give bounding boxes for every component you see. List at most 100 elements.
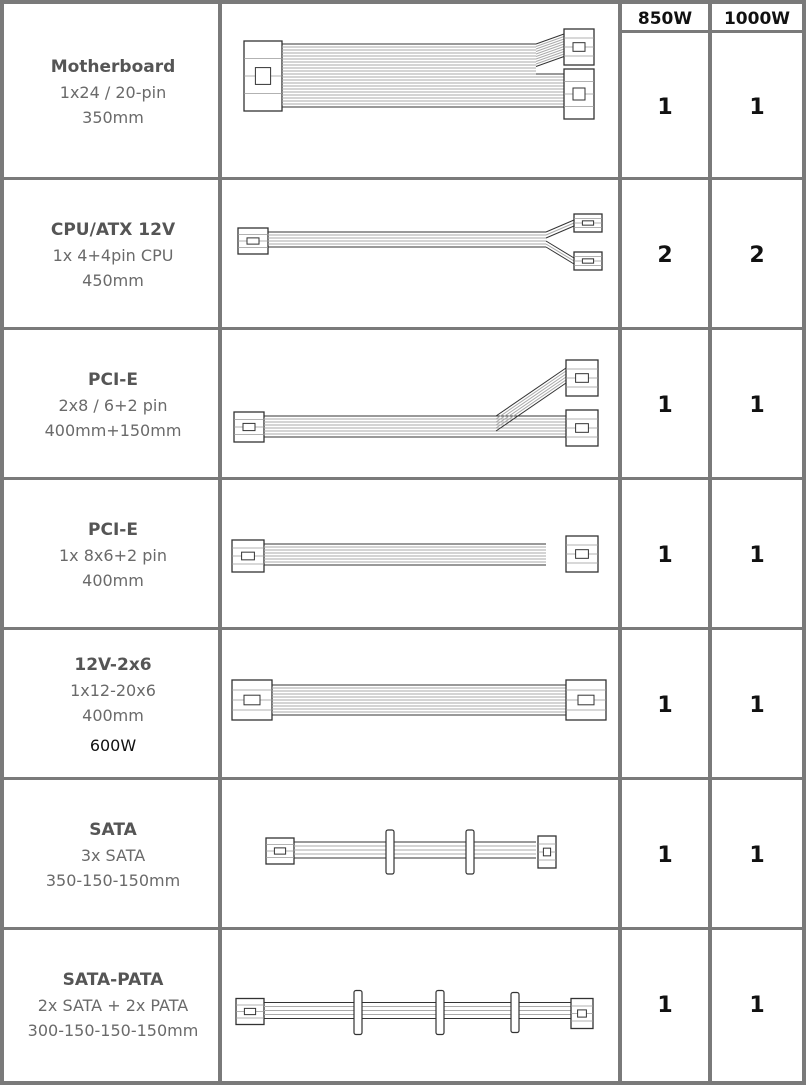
quantity-1000w: 2	[749, 242, 765, 268]
cable-name: Motherboard	[50, 56, 176, 77]
quantity-850w: 2	[657, 242, 673, 268]
cable-wires	[536, 73, 564, 108]
quantity-850w: 1	[657, 542, 673, 568]
cable-spec: 400mm	[82, 570, 144, 590]
row-divider	[4, 177, 802, 180]
cable-label: 12V-2x6 1x12-20x6 400mm 600W	[4, 630, 222, 780]
row-divider	[4, 327, 802, 330]
cable-spec: 1x 8x6+2 pin	[59, 545, 167, 565]
quantity-850w: 1	[657, 392, 673, 418]
table-row: PCI-E 2x8 / 6+2 pin 400mm+150mm 1 1	[4, 327, 802, 480]
cable-comb	[435, 989, 445, 1036]
cable-illustration	[226, 480, 622, 630]
row-divider	[4, 927, 802, 930]
connector-pcie-psu	[233, 411, 265, 443]
cable-label: SATA 3x SATA 350-150-150mm	[4, 780, 222, 930]
cable-rating: 600W	[89, 735, 137, 755]
cable-name: SATA	[89, 819, 137, 840]
table-row: CPU/ATX 12V 1x 4+4pin CPU 450mm 2 2	[4, 177, 802, 330]
cable-illustration	[226, 4, 622, 180]
quantity-1000w: 1	[749, 692, 765, 718]
quantity-850w: 1	[657, 94, 673, 120]
quantity-850w: 1	[657, 993, 673, 1018]
cable-label: CPU/ATX 12V 1x 4+4pin CPU 450mm	[4, 180, 222, 330]
cable-label: PCI-E 1x 8x6+2 pin 400mm	[4, 480, 222, 630]
connector-pcie	[565, 409, 599, 447]
cable-wires	[264, 543, 546, 566]
quantity-850w: 1	[657, 692, 673, 718]
connector-cpu	[573, 251, 603, 271]
connector-24pin	[243, 40, 283, 112]
connector-4pin	[237, 227, 269, 255]
quantity-850w: 1	[657, 842, 673, 868]
cable-wires	[495, 367, 567, 432]
quantity-1000w: 1	[749, 392, 765, 418]
connector-pcie-psu	[231, 539, 265, 573]
connector-main	[563, 28, 595, 66]
cable-spec: 3x SATA	[80, 845, 146, 865]
cable-wires	[294, 841, 536, 859]
cable-name: PCI-E	[88, 369, 138, 390]
quantity-1000w: 1	[749, 842, 765, 868]
cable-wires	[272, 684, 566, 716]
cable-wires	[282, 43, 536, 108]
connector-12v2x6	[565, 679, 607, 721]
column-divider	[708, 4, 712, 1081]
row-divider	[4, 627, 802, 630]
cable-spec: 450mm	[82, 270, 144, 290]
cable-label: PCI-E 2x8 / 6+2 pin 400mm+150mm	[4, 330, 222, 480]
connector-psu	[235, 997, 265, 1026]
cable-drawing	[237, 213, 603, 271]
cable-illustration	[226, 780, 622, 930]
cable-wires	[268, 231, 546, 248]
row-divider	[4, 777, 802, 780]
cable-wires	[264, 1002, 571, 1019]
header-850w: 850W	[637, 9, 693, 29]
connector-pcie	[565, 535, 599, 573]
header-1000w: 1000W	[723, 9, 791, 29]
connector-cpu	[573, 213, 603, 233]
cable-label: SATA-PATA 2x SATA + 2x PATA 300-150-150-15…	[4, 930, 222, 1081]
cable-name: PCI-E	[88, 519, 138, 540]
quantity-1000w: 1	[749, 993, 765, 1018]
cable-comb	[465, 829, 475, 875]
cable-drawing	[235, 989, 594, 1036]
quantity-1000w: 1	[749, 94, 765, 120]
cable-spec: 1x12-20x6	[70, 680, 156, 700]
cable-spec: 350-150-150mm	[45, 870, 181, 890]
table-row: SATA-PATA 2x SATA + 2x PATA 300-150-150-15…	[4, 927, 802, 1081]
cable-wires	[545, 240, 575, 265]
cable-spec: 300-150-150-150mm	[27, 1021, 199, 1040]
cable-illustration	[226, 630, 622, 780]
cable-spec: 2x8 / 6+2 pin	[58, 395, 168, 415]
cable-name: CPU/ATX 12V	[50, 219, 176, 240]
table-row: 12V-2x6 1x12-20x6 400mm 600W 1 1	[4, 627, 802, 780]
cable-wires	[264, 415, 566, 438]
cable-drawing	[231, 679, 607, 721]
column-divider	[618, 4, 622, 1081]
quantity-1000w: 1	[749, 542, 765, 568]
row-divider	[4, 477, 802, 480]
cable-drawing	[265, 829, 557, 875]
cable-comb	[385, 829, 395, 875]
connector-main	[563, 68, 595, 120]
table-row: SATA 3x SATA 350-150-150mm 1 1	[4, 777, 802, 930]
table-row: PCI-E 1x 8x6+2 pin 400mm 1 1	[4, 477, 802, 630]
cable-spec: 1x 4+4pin CPU	[52, 245, 174, 265]
connector-molex	[570, 997, 594, 1030]
cable-spec: 400mm	[82, 705, 144, 725]
cable-wires	[535, 33, 565, 67]
cable-wires	[545, 219, 575, 239]
cable-drawing	[243, 28, 595, 120]
cable-illustration	[226, 330, 622, 480]
cable-spec: 1x24 / 20-pin	[59, 82, 167, 102]
cable-name: 12V-2x6	[74, 654, 152, 675]
cable-illustration	[226, 180, 622, 330]
column-divider	[218, 4, 222, 1081]
cable-comb	[353, 989, 363, 1036]
cable-name: SATA-PATA	[62, 970, 164, 990]
cable-spec: 400mm+150mm	[44, 420, 182, 440]
cable-spec: 2x SATA + 2x PATA	[37, 996, 189, 1015]
connector-12v2x6	[231, 679, 273, 721]
